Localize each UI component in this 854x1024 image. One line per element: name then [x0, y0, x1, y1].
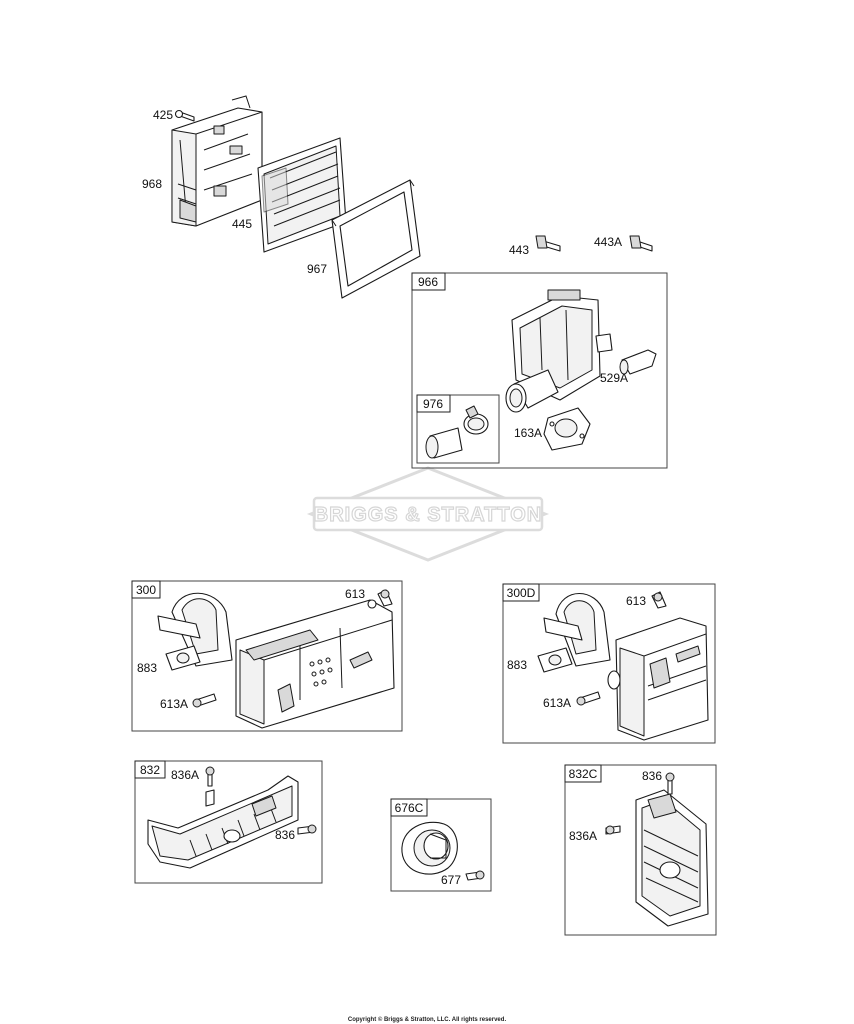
pre-cleaner-drawing: [331, 179, 421, 299]
callout-836-a: 836: [275, 828, 295, 842]
box-976: 976: [416, 394, 500, 464]
box-832c: 832C: [564, 764, 717, 936]
gasket-163a-drawing: [543, 407, 591, 451]
briggs-stratton-watermark: BRIGGS & STRATTON: [306, 466, 550, 562]
callout-443a: 443A: [594, 235, 622, 249]
intake-tube-and-clamp-drawing: [425, 405, 489, 459]
callout-613-b: 613: [626, 594, 646, 608]
screw-836a-b-drawing: [605, 825, 621, 835]
callout-836-b: 836: [642, 769, 662, 783]
screw-443-drawing: [535, 235, 561, 252]
screw-836-a-drawing: [297, 824, 317, 835]
air-filter-drawing: [257, 137, 347, 253]
screw-443a-drawing: [629, 235, 653, 252]
box-300d-label: 300D: [507, 586, 536, 600]
callout-967: 967: [307, 262, 327, 276]
gasket-883-b-drawing: [537, 647, 573, 673]
callout-443: 443: [509, 243, 529, 257]
box-676c-label: 676C: [395, 801, 424, 815]
callout-445: 445: [232, 217, 252, 231]
heat-shield-832c-drawing: [635, 789, 709, 927]
box-832c-label: 832C: [569, 767, 598, 781]
box-300: 300: [131, 580, 403, 732]
screw-613a-a-drawing: [192, 693, 217, 708]
callout-163a: 163A: [514, 426, 542, 440]
box-300-label: 300: [136, 583, 156, 597]
box-832-label: 832: [140, 763, 160, 777]
box-976-label: 976: [423, 397, 443, 411]
box-676c: 676C: [390, 798, 492, 892]
copyright-notice: Copyright © Briggs & Stratton, LLC. All …: [348, 1016, 507, 1023]
muffler-vent-holes: [309, 657, 333, 687]
callout-883-a: 883: [137, 661, 157, 675]
breather-tube-529a-drawing: [619, 349, 657, 375]
callout-613a-a: 613A: [160, 697, 188, 711]
callout-529a: 529A: [600, 371, 628, 385]
callout-613-a: 613: [345, 587, 365, 601]
box-966: 966: [411, 272, 668, 469]
callout-425: 425: [153, 108, 173, 122]
screw-836-b-drawing: [665, 772, 675, 795]
callout-677: 677: [441, 873, 461, 887]
watermark-text: BRIGGS & STRATTON: [314, 504, 542, 526]
screw-677-drawing: [465, 870, 485, 881]
gasket-883-a-drawing: [165, 645, 201, 671]
callout-836a-b: 836A: [569, 829, 597, 843]
callout-labels: 425 968 445 967 443 443A 529A 163A 613 8…: [137, 108, 662, 887]
box-832: 832: [134, 760, 323, 884]
screw-836a-a-drawing: [205, 766, 215, 787]
heat-shield-832-drawing: [147, 775, 299, 869]
box-300d: 300D: [502, 583, 716, 744]
callout-968: 968: [142, 177, 162, 191]
muffler-300d-drawing: [543, 592, 709, 741]
box-966-label: 966: [418, 275, 438, 289]
callout-613a-b: 613A: [543, 696, 571, 710]
screw-613-a-drawing: [377, 589, 393, 607]
exhaust-deflector-676c-drawing: [401, 821, 458, 875]
callout-836a-a: 836A: [171, 768, 199, 782]
screw-613a-b-drawing: [576, 691, 601, 706]
muffler-300-drawing: [157, 592, 395, 729]
screw-425-drawing: [174, 109, 195, 122]
screw-613-b-drawing: [651, 591, 667, 609]
air-cleaner-base-drawing: [505, 289, 613, 413]
callout-883-b: 883: [507, 658, 527, 672]
